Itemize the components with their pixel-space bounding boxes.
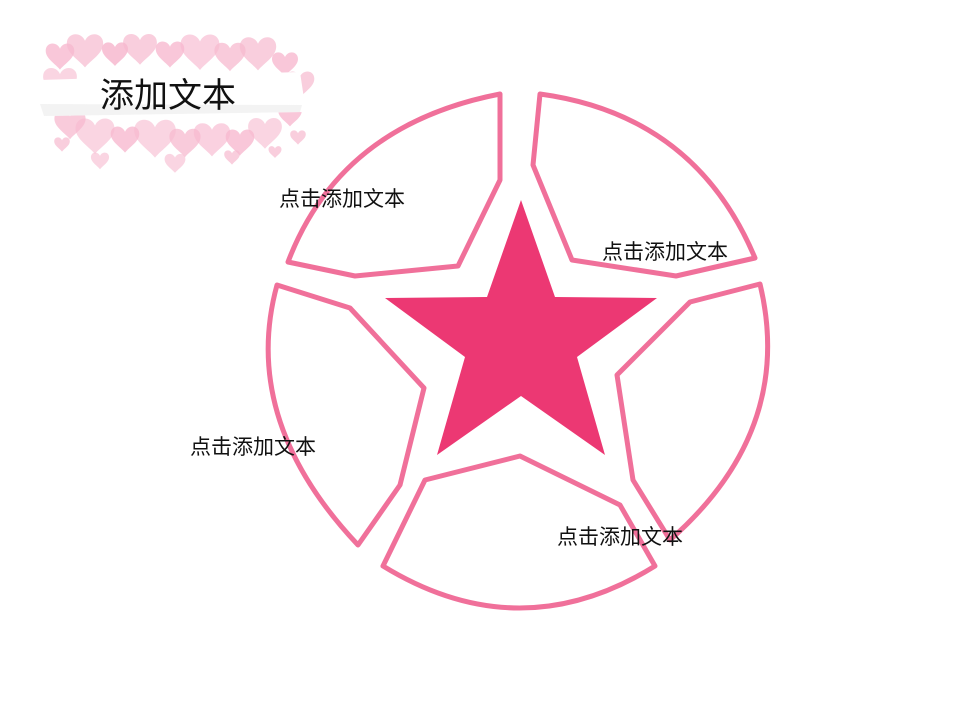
title-ribbon-shadow [40,104,302,116]
segment-bottom[interactable] [380,453,658,611]
segment-right[interactable] [614,281,771,543]
segment-label-left[interactable]: 点击添加文本 [190,435,316,459]
segment-left[interactable] [265,282,427,548]
page-title: 添加文本 [100,76,236,116]
segment-label-top-right[interactable]: 点击添加文本 [602,240,728,264]
segment-label-bottom[interactable]: 点击添加文本 [557,525,683,549]
star-icon [385,200,657,455]
segment-label-top-left[interactable]: 点击添加文本 [279,187,405,211]
segment-top-left[interactable] [285,91,503,279]
title-decoration [40,34,315,173]
segment-top-right[interactable] [530,91,758,279]
